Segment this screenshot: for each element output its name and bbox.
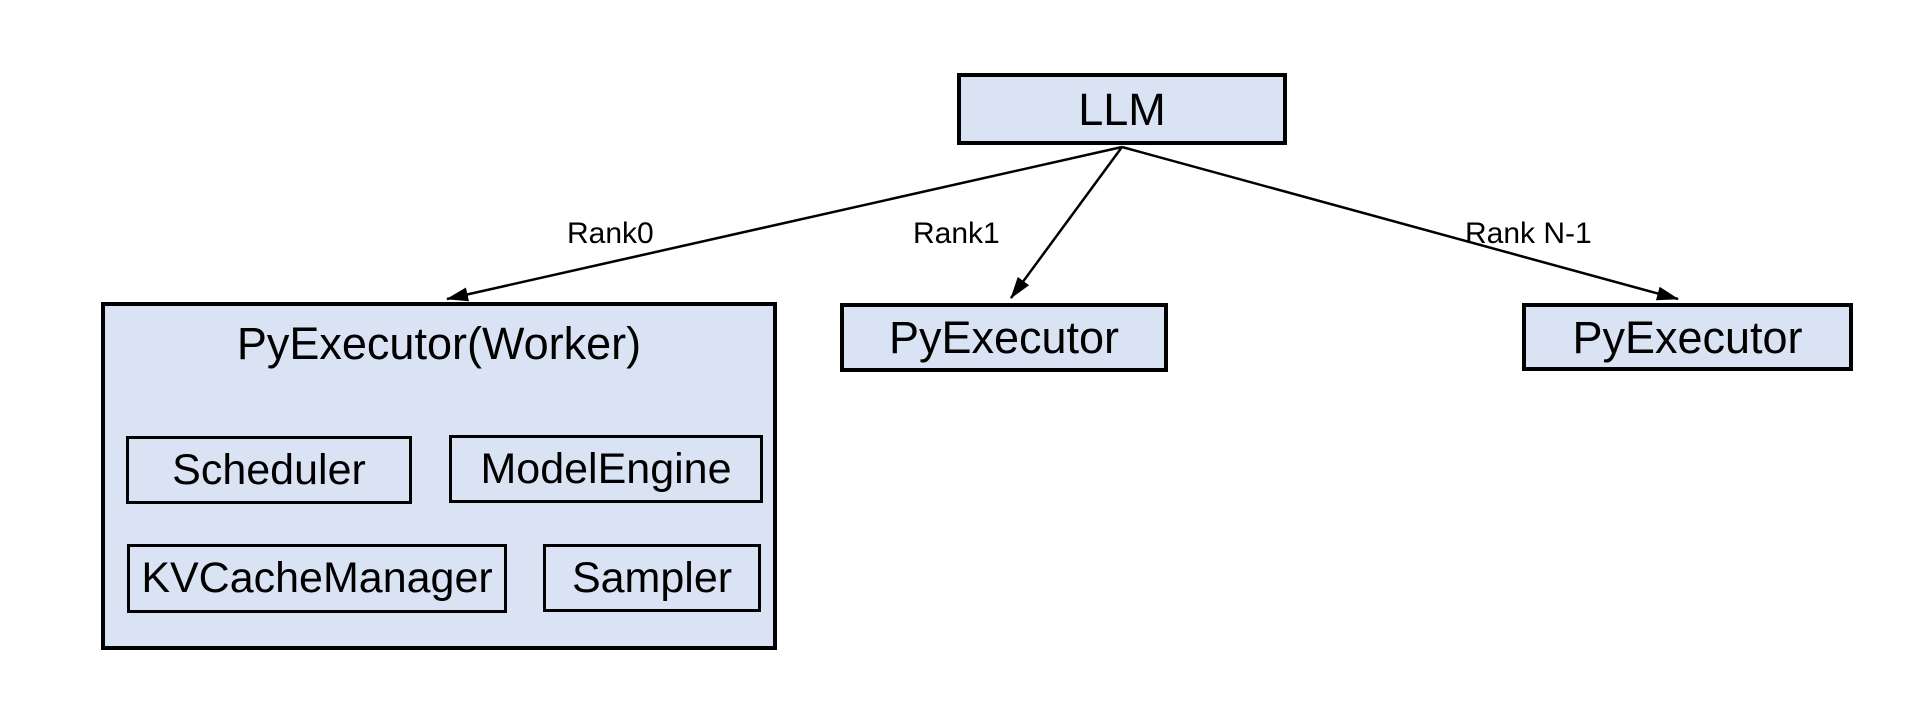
node-modelengine-label: ModelEngine	[480, 444, 732, 493]
node-llm-label: LLM	[1078, 83, 1166, 135]
node-llm: LLM	[957, 73, 1287, 145]
node-scheduler-label: Scheduler	[172, 445, 366, 494]
node-pyexecutor-rank1-label: PyExecutor	[888, 312, 1120, 363]
node-kvcachemanager-label: KVCacheManager	[141, 554, 493, 602]
edge-label-rank1: Rank1	[913, 217, 1000, 250]
node-pyexecutor-rank-n-1: PyExecutor	[1522, 303, 1853, 371]
node-pyexecutor-rank-n-1-label: PyExecutor	[1572, 311, 1803, 363]
node-kvcachemanager: KVCacheManager	[127, 544, 507, 613]
node-scheduler: Scheduler	[126, 436, 412, 504]
node-pyexecutor-rank1: PyExecutor	[840, 303, 1168, 372]
edge-rank1-arrow	[1009, 146, 1124, 299]
edge-label-rank-n-1: Rank N-1	[1465, 217, 1592, 250]
node-pyexecutor-worker-label: PyExecutor(Worker)	[236, 318, 642, 369]
edge-rank-n-1-arrow	[1121, 145, 1679, 301]
edge-label-rank0: Rank0	[567, 217, 654, 250]
edge-rank0-arrow	[446, 145, 1123, 302]
node-sampler-label: Sampler	[571, 553, 733, 602]
node-modelengine: ModelEngine	[449, 435, 763, 503]
node-sampler: Sampler	[543, 544, 761, 612]
node-pyexecutor-worker: PyExecutor(Worker) Scheduler ModelEngine…	[101, 302, 777, 650]
